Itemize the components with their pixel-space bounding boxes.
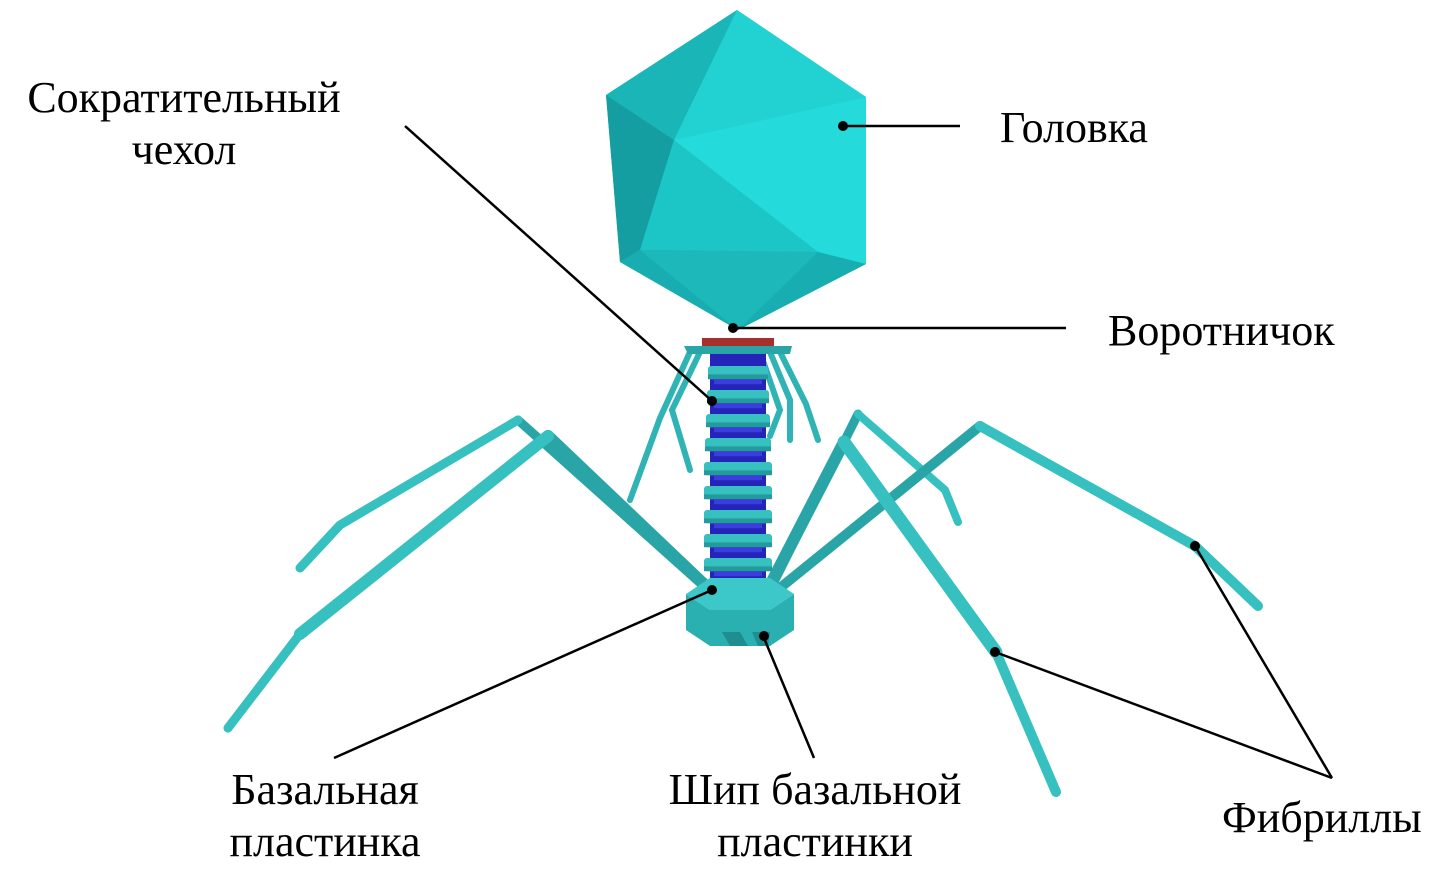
sheath-ring-shade bbox=[704, 542, 772, 547]
leader-line-fibril-2 bbox=[1195, 546, 1332, 778]
label-fibrils: Фибриллы bbox=[1222, 792, 1422, 844]
core-highlight bbox=[714, 572, 762, 576]
sheath-ring-shade bbox=[705, 446, 771, 451]
label-collar: Воротничок bbox=[1108, 305, 1335, 357]
label-head: Головка bbox=[1000, 102, 1148, 154]
collar-plate bbox=[684, 346, 792, 354]
base-plate bbox=[686, 578, 794, 646]
leader-dot bbox=[728, 323, 738, 333]
leader-dot bbox=[838, 121, 848, 131]
leader-dot bbox=[1190, 541, 1200, 551]
label-line: пластинки bbox=[640, 816, 990, 868]
leader-dot bbox=[707, 585, 717, 595]
core-highlight bbox=[714, 548, 762, 552]
leader-line-baseplate bbox=[334, 590, 712, 758]
label-line: Базальная bbox=[190, 764, 460, 816]
sheath-ring-shade bbox=[704, 494, 772, 499]
label-line: чехол bbox=[6, 124, 362, 176]
sheath-ring-shade bbox=[704, 518, 772, 523]
contractile-sheath bbox=[704, 354, 772, 580]
label-line: пластинка bbox=[190, 816, 460, 868]
sheath-ring-shade bbox=[706, 422, 770, 427]
label-base-plate: Базальная пластинка bbox=[190, 764, 460, 868]
core-highlight bbox=[714, 404, 762, 408]
leader-dot bbox=[759, 631, 769, 641]
label-base-plate-spike: Шип базальной пластинки bbox=[640, 764, 990, 868]
core-highlight bbox=[714, 476, 762, 480]
sheath-ring-shade bbox=[704, 470, 772, 475]
sheath-ring-shade bbox=[708, 374, 768, 379]
leader-dot bbox=[990, 647, 1000, 657]
tail-fiber bbox=[228, 634, 300, 728]
tail-fiber bbox=[996, 652, 1056, 792]
label-contractile-sheath: Сократительный чехол bbox=[6, 72, 362, 176]
core-highlight bbox=[714, 524, 762, 528]
core-highlight bbox=[714, 428, 762, 432]
tail-fiber bbox=[980, 426, 1258, 606]
leader-dot bbox=[707, 396, 717, 406]
label-line: Шип базальной bbox=[640, 764, 990, 816]
label-line: Сократительный bbox=[6, 72, 362, 124]
tail-fiber bbox=[300, 436, 548, 634]
leader-line-spike bbox=[764, 638, 814, 758]
tail-fiber bbox=[858, 414, 958, 522]
core-highlight bbox=[714, 500, 762, 504]
core-highlight bbox=[714, 380, 762, 384]
sheath-ring-shade bbox=[704, 566, 772, 571]
core-highlight bbox=[714, 452, 762, 456]
capsid-head bbox=[606, 10, 866, 330]
